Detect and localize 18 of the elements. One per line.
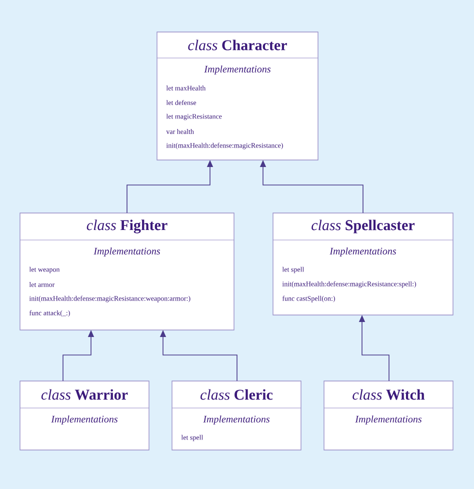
class-box (156, 32, 318, 160)
section-heading: Implementations (330, 247, 396, 257)
class-box (172, 380, 302, 450)
section-heading: Implementations (204, 65, 271, 75)
section-heading: Implementations (203, 415, 270, 425)
class-box (20, 380, 150, 450)
class-name: class Character (188, 40, 287, 50)
class-box (20, 212, 234, 330)
class-name: class Warrior (41, 389, 128, 400)
section-heading: Implementations (94, 247, 160, 257)
class-name: class Fighter (86, 220, 168, 234)
class-name: class Cleric (200, 389, 273, 400)
class-box (272, 212, 454, 316)
section-heading: Implementations (51, 415, 118, 425)
class-box (324, 380, 454, 450)
class-name: class Witch (352, 389, 425, 400)
class-name: class Spellcaster (312, 220, 415, 234)
section-heading: Implementations (355, 415, 422, 425)
